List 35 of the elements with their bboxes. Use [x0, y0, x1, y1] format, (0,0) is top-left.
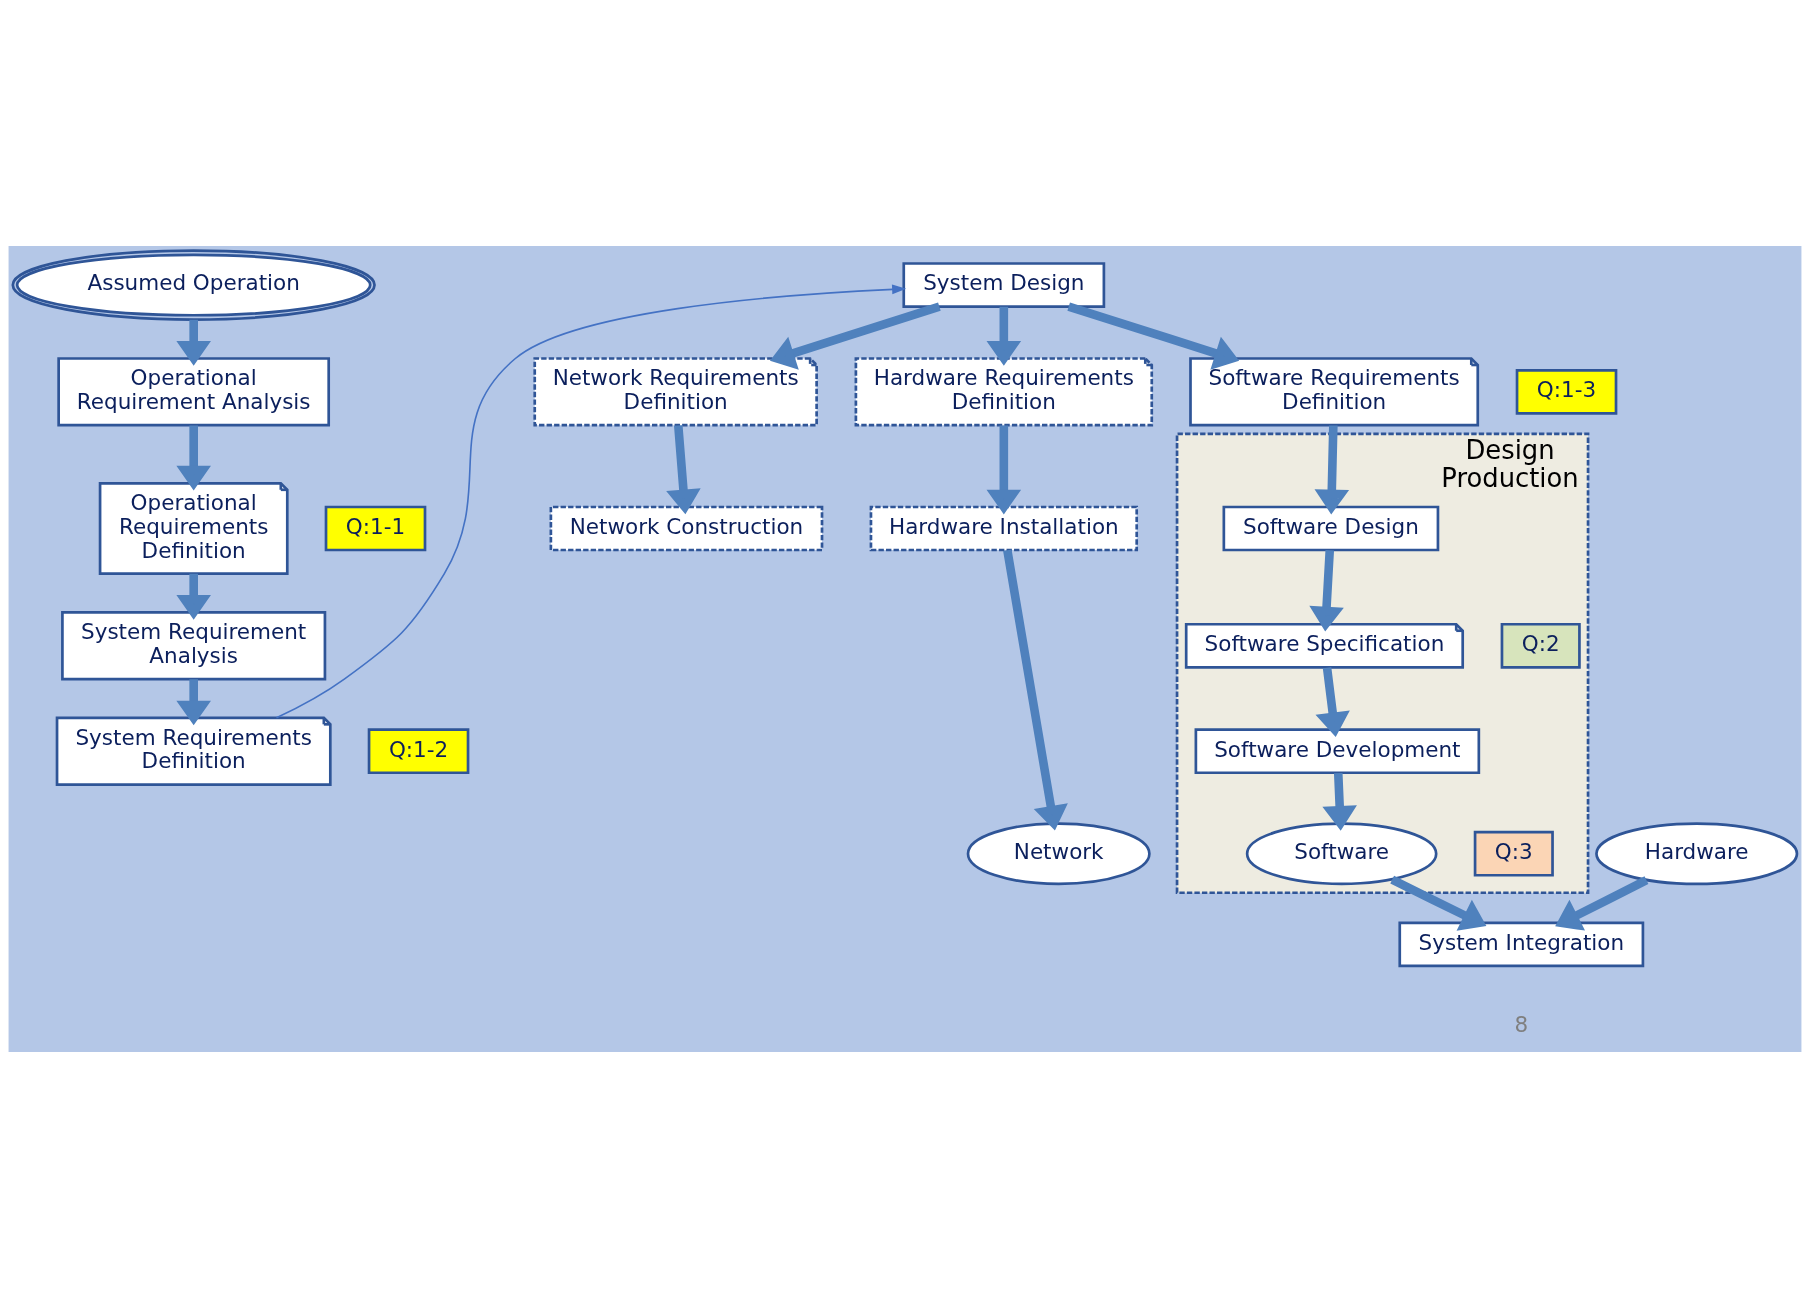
- node-box: Q:1-1: [324, 505, 427, 551]
- node-box: System Requirement Analysis: [61, 610, 327, 680]
- arrow: [1067, 302, 1240, 370]
- arrow: [986, 425, 1022, 514]
- arrow: [666, 424, 701, 514]
- arrow: [176, 425, 211, 490]
- arrow: [176, 319, 211, 366]
- arrow: [1555, 875, 1649, 931]
- node-box: System Integration: [1398, 921, 1645, 967]
- arrow: [1390, 875, 1487, 931]
- node-box: Hardware Installation: [869, 505, 1139, 551]
- arrow: [1322, 772, 1357, 831]
- arrow: [1309, 549, 1344, 631]
- node-ellipse: Assumed Operation: [11, 248, 376, 321]
- node-box: System Design: [902, 261, 1106, 308]
- node-box: Software Design: [1222, 505, 1440, 551]
- arrow: [1314, 424, 1350, 514]
- arrow: [176, 678, 211, 725]
- arrow: [176, 573, 211, 620]
- arrow: [1003, 549, 1068, 830]
- arrow: [275, 283, 907, 719]
- node-ellipse: Network: [966, 821, 1151, 885]
- node-box: Q:1-2: [367, 727, 470, 774]
- node-box: Q:3: [1473, 830, 1554, 877]
- node-box: Operational Requirement Analysis: [57, 356, 331, 427]
- node-ellipse: Hardware: [1595, 821, 1799, 885]
- label: 8: [1514, 1011, 1529, 1037]
- node-box: Network Construction: [549, 505, 824, 551]
- arrow: [769, 302, 941, 370]
- node-box: Q:2: [1500, 622, 1581, 669]
- arrow: [1315, 666, 1350, 737]
- node-ellipse: Software: [1245, 821, 1438, 885]
- arrow: [986, 306, 1022, 366]
- node-box: Q:1-3: [1515, 368, 1618, 415]
- node-box: Software Development: [1194, 727, 1481, 774]
